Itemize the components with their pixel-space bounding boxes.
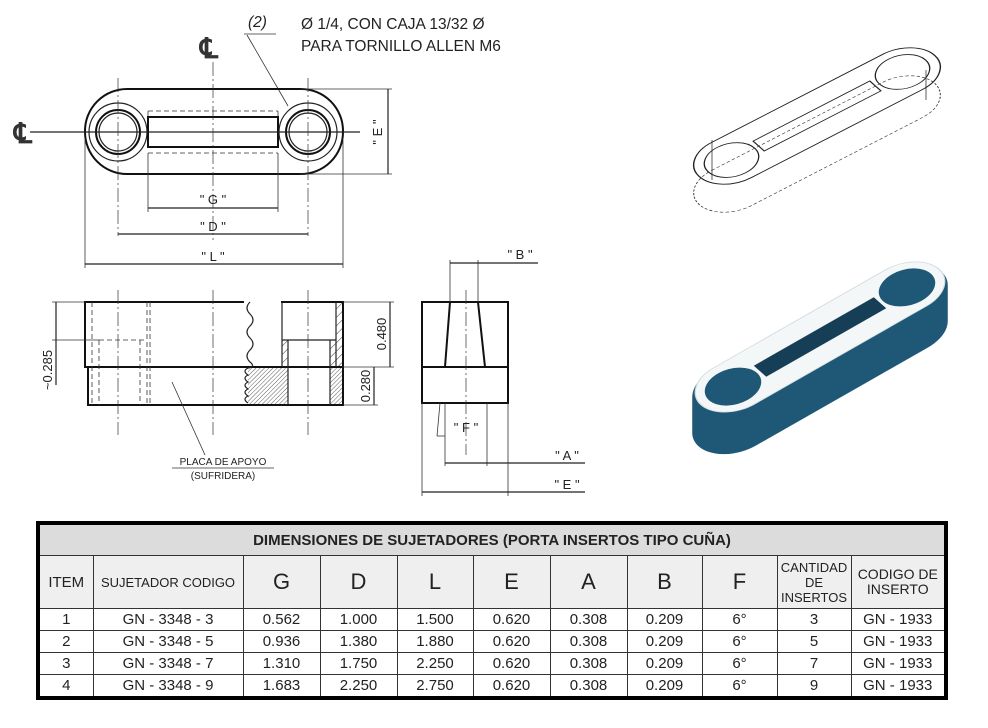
dim-label-0280: 0.280 (358, 370, 373, 403)
table-cell: 0.209 (626, 608, 703, 631)
table-cell: 0.620 (472, 652, 551, 675)
column-header: A (549, 555, 628, 609)
isometric-wireframe (692, 47, 942, 213)
technical-drawing: (2) Ø 1/4, CON CAJA 13/32 Ø PARA TORNILL… (12, 14, 948, 496)
table-cell: GN - 1933 (850, 630, 947, 653)
table-cell: 1.880 (396, 630, 474, 653)
hole-note: (2) Ø 1/4, CON CAJA 13/32 Ø PARA TORNILL… (244, 14, 501, 107)
column-header: SUJETADOR CODIGO (92, 555, 244, 609)
table-cell: 1.750 (319, 652, 398, 675)
table-cell: 1 (37, 608, 94, 631)
dim-label-F: " F " (454, 420, 479, 435)
front-view: 0.480 0.280 ~0.285 PLACA DE APOYO (SUFRI… (40, 290, 394, 482)
table-cell: GN - 3348 - 7 (92, 652, 244, 675)
table-cell: 7 (776, 652, 852, 675)
note-reference: (2) (248, 14, 267, 31)
table-cell: GN - 3348 - 3 (92, 608, 244, 631)
table-cell: 4 (37, 674, 94, 699)
table-cell: 1.310 (242, 652, 321, 675)
plate-sublabel: (SUFRIDERA) (191, 471, 255, 482)
isometric-solid (692, 261, 948, 455)
column-header: L (396, 555, 474, 609)
plate-label: PLACA DE APOYO (180, 457, 267, 468)
column-header: G (242, 555, 321, 609)
table-cell: 2.250 (319, 674, 398, 699)
side-view: " B " " F " " A " " E " (421, 247, 585, 496)
plate-leader (171, 381, 206, 456)
table-cell: 2.750 (396, 674, 474, 699)
column-header: E (472, 555, 551, 609)
note-leader (246, 34, 289, 107)
note-line-2: PARA TORNILLO ALLEN M6 (301, 38, 501, 55)
column-header: ITEM (37, 555, 94, 609)
centerline-symbol-vertical: ℄ (198, 32, 219, 65)
table-cell: 0.308 (549, 608, 628, 631)
column-header: CODIGO DE INSERTO (850, 555, 947, 609)
dim-label-D: " D " (200, 219, 226, 234)
dim-label-0480: 0.480 (374, 318, 389, 351)
table-cell: GN - 1933 (850, 674, 947, 699)
column-header: CANTIDAD DE INSERTOS (776, 555, 852, 609)
table-cell: 6° (701, 652, 778, 675)
table-cell: 0.936 (242, 630, 321, 653)
table-cell: 2 (37, 630, 94, 653)
column-header: D (319, 555, 398, 609)
note-line-1: Ø 1/4, CON CAJA 13/32 Ø (301, 16, 485, 33)
table-cell: 1.500 (396, 608, 474, 631)
table-cell: 0.209 (626, 674, 703, 699)
table-cell: 5 (776, 630, 852, 653)
base-plate (87, 366, 344, 406)
top-view: ℄ ℄ " E " " G " " D " " L " (12, 32, 392, 268)
dim-label-A: " A " (555, 448, 579, 463)
table-cell: 1.683 (242, 674, 321, 699)
table-cell: 0.308 (549, 630, 628, 653)
dim-label-E-side: " E " (554, 477, 580, 492)
table-cell: 0.620 (472, 608, 551, 631)
table-cell: GN - 3348 - 5 (92, 630, 244, 653)
table-cell: 1.380 (319, 630, 398, 653)
column-header: B (626, 555, 703, 609)
table-cell: 0.562 (242, 608, 321, 631)
dim-label-L: " L " (201, 249, 225, 264)
table-cell: GN - 3348 - 9 (92, 674, 244, 699)
table-cell: 0.620 (472, 674, 551, 699)
dimensions-table: DIMENSIONES DE SUJETADORES (PORTA INSERT… (36, 521, 948, 700)
table-cell: 2.250 (396, 652, 474, 675)
table-cell: 0.308 (549, 652, 628, 675)
top-plate (84, 301, 344, 368)
table-cell: 6° (701, 630, 778, 653)
column-header: F (701, 555, 778, 609)
table-cell: 1.000 (319, 608, 398, 631)
table-cell: 9 (776, 674, 852, 699)
table-cell: 0.209 (626, 652, 703, 675)
table-cell: 0.209 (626, 630, 703, 653)
centerline-symbol-horizontal: ℄ (12, 117, 33, 150)
dim-label-G: " G " (200, 192, 227, 207)
table-cell: GN - 1933 (850, 652, 947, 675)
table-cell: 0.620 (472, 630, 551, 653)
dim-label-B: " B " (507, 247, 533, 262)
table-cell: GN - 1933 (850, 608, 947, 631)
table-cell: 0.308 (549, 674, 628, 699)
table-cell: 6° (701, 674, 778, 699)
table-cell: 6° (701, 608, 778, 631)
table-cell: 3 (37, 652, 94, 675)
table-title: DIMENSIONES DE SUJETADORES (PORTA INSERT… (37, 522, 947, 556)
dim-label-E: " E " (370, 119, 385, 145)
dim-label-0285: ~0.285 (40, 350, 55, 390)
table-cell: 3 (776, 608, 852, 631)
